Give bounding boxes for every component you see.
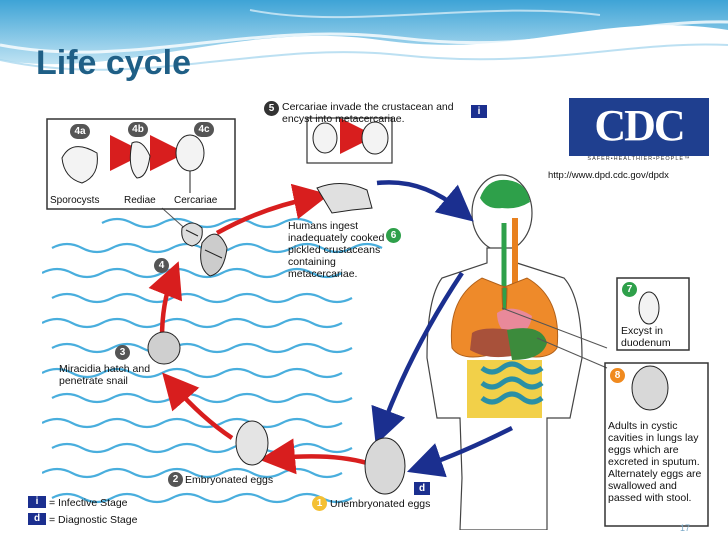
stage-1-number: 1 bbox=[312, 496, 327, 511]
stage-8-label: Adults in cystic cavities in lungs lay e… bbox=[608, 420, 702, 504]
stage-6-label: Humans ingest inadequately cooked or pic… bbox=[288, 220, 397, 280]
stage-5-label: Cercariae invade the crustacean and ency… bbox=[282, 101, 454, 125]
stage-6-number: 6 bbox=[386, 228, 401, 243]
stage-4b-label: Rediae bbox=[124, 195, 156, 206]
legend-diagnostic-label: = Diagnostic Stage bbox=[49, 514, 138, 526]
stage-7-box bbox=[616, 277, 690, 351]
stage-3-label: Miracidia hatch and penetrate snail bbox=[59, 363, 151, 387]
organism-drawings bbox=[61, 121, 669, 495]
cdc-logo-text: CDC bbox=[594, 101, 685, 150]
cdc-tagline: SAFER•HEALTHIER•PEOPLE™ bbox=[587, 156, 691, 162]
life-cycle-diagram: CDC SAFER•HEALTHIER•PEOPLE™ http://www.d… bbox=[28, 98, 714, 530]
snail-icon bbox=[181, 222, 228, 277]
stage-4c-label: Cercariae bbox=[174, 195, 218, 206]
stage-7-number: 7 bbox=[622, 282, 637, 297]
header-wave-decoration bbox=[0, 0, 728, 95]
liver-icon bbox=[470, 328, 512, 358]
stage-8-number: 8 bbox=[610, 368, 625, 383]
stage-3-number: 3 bbox=[115, 345, 130, 360]
diagram-canvas bbox=[42, 117, 709, 530]
slide-title: Life cycle bbox=[36, 44, 191, 82]
brain-icon bbox=[480, 179, 530, 209]
stage-4c-number: 4c bbox=[194, 122, 214, 137]
trachea-icon bbox=[512, 218, 518, 288]
stage-5-number: 5 bbox=[264, 101, 279, 116]
stage-4a-number: 4a bbox=[70, 124, 90, 139]
intestines-icon bbox=[467, 360, 542, 418]
cdc-url: http://www.dpd.cdc.gov/dpdx bbox=[548, 170, 669, 181]
stage-4-number: 4 bbox=[154, 258, 169, 273]
stage-5-box bbox=[306, 117, 393, 164]
stomach-icon bbox=[507, 328, 547, 360]
legend-infective-icon: i bbox=[28, 496, 46, 508]
cdc-logo: CDC bbox=[569, 98, 709, 156]
stage-2-label: Embryonated eggs bbox=[185, 474, 274, 486]
page-number: 17 bbox=[680, 523, 691, 533]
stage-2-number: 2 bbox=[168, 472, 183, 487]
stage-4a-label: Sporocysts bbox=[50, 195, 100, 206]
stage-4-box bbox=[46, 118, 236, 210]
stage-1-label: Unembryonated eggs bbox=[330, 498, 431, 510]
stage-8-box bbox=[604, 362, 709, 527]
diagnostic-stage-marker: d bbox=[414, 482, 430, 495]
legend-infective-label: = Infective Stage bbox=[49, 497, 128, 509]
blue-arrows bbox=[371, 180, 514, 478]
stage-7-label: Excyst in duodenum bbox=[621, 325, 671, 349]
legend-diagnostic-icon: d bbox=[28, 513, 46, 525]
stage-4b-number: 4b bbox=[128, 122, 148, 137]
infective-stage-marker: i bbox=[471, 105, 487, 118]
